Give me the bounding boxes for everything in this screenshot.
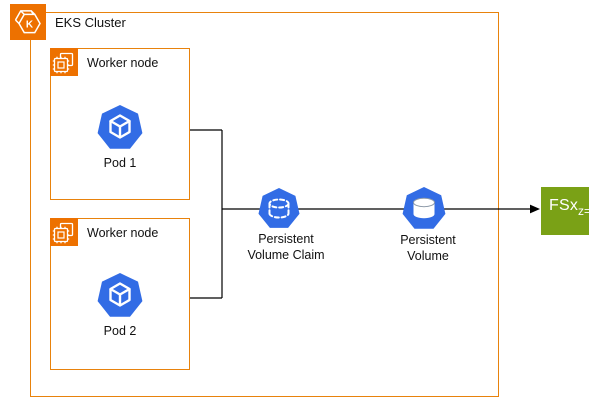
persistent-volume-claim-label: Persistent Volume Claim: [247, 232, 325, 262]
fsx-openzfs-icon: FSxz=: [541, 187, 592, 235]
kubernetes-pod-icon: [97, 105, 143, 149]
kubernetes-pv-icon: [402, 187, 446, 229]
fsx-label: FSx: [549, 197, 579, 214]
pod-2-label: Pod 2: [103, 324, 137, 338]
persistent-volume-claim-icon: [257, 187, 301, 231]
fsx-variant-label: z=: [578, 204, 592, 218]
pod-1-icon: [96, 104, 144, 152]
persistent-volume-label: Persistent Volume: [400, 233, 456, 263]
kubernetes-pod-icon: [97, 273, 143, 317]
eks-icon-letter: K: [26, 20, 34, 31]
kubernetes-pvc-icon: [258, 188, 300, 228]
compute-chip-icon: [52, 222, 74, 244]
compute-chip-icon: [52, 52, 74, 74]
worker-node-1-icon: [50, 48, 78, 76]
eks-cluster-label: EKS Cluster: [55, 15, 126, 30]
pod-1-label: Pod 1: [103, 156, 137, 170]
worker-node-1-label: Worker node: [87, 56, 159, 70]
eks-hexagon-icon: K: [14, 10, 41, 34]
arrowhead-icon: [530, 204, 540, 214]
worker-node-2-label: Worker node: [87, 226, 159, 240]
persistent-volume-icon: [401, 186, 447, 232]
eks-cluster-icon: K: [10, 4, 46, 40]
worker-node-2-icon: [50, 218, 78, 246]
pod-2-icon: [96, 272, 144, 320]
